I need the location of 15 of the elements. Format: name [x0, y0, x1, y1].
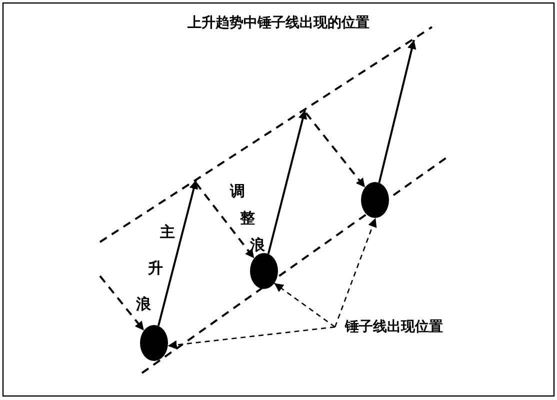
arrow	[378, 40, 416, 184]
arrow	[157, 180, 198, 326]
leader-line	[334, 218, 377, 328]
arrow	[99, 275, 145, 332]
wave-label: 调整浪	[230, 181, 266, 256]
leader-line	[274, 282, 336, 328]
arrow	[267, 110, 308, 254]
title: 上升趋势中锤子线出现的位置	[186, 14, 370, 32]
hammer-candle-marker	[361, 182, 389, 218]
hammer-candle-marker	[140, 325, 168, 361]
arrow	[195, 182, 255, 259]
arrow	[305, 112, 366, 188]
hammer-candle-marker	[250, 253, 278, 289]
leader-line	[168, 326, 336, 350]
callout-text: 锤子线出现位置	[335, 316, 443, 338]
